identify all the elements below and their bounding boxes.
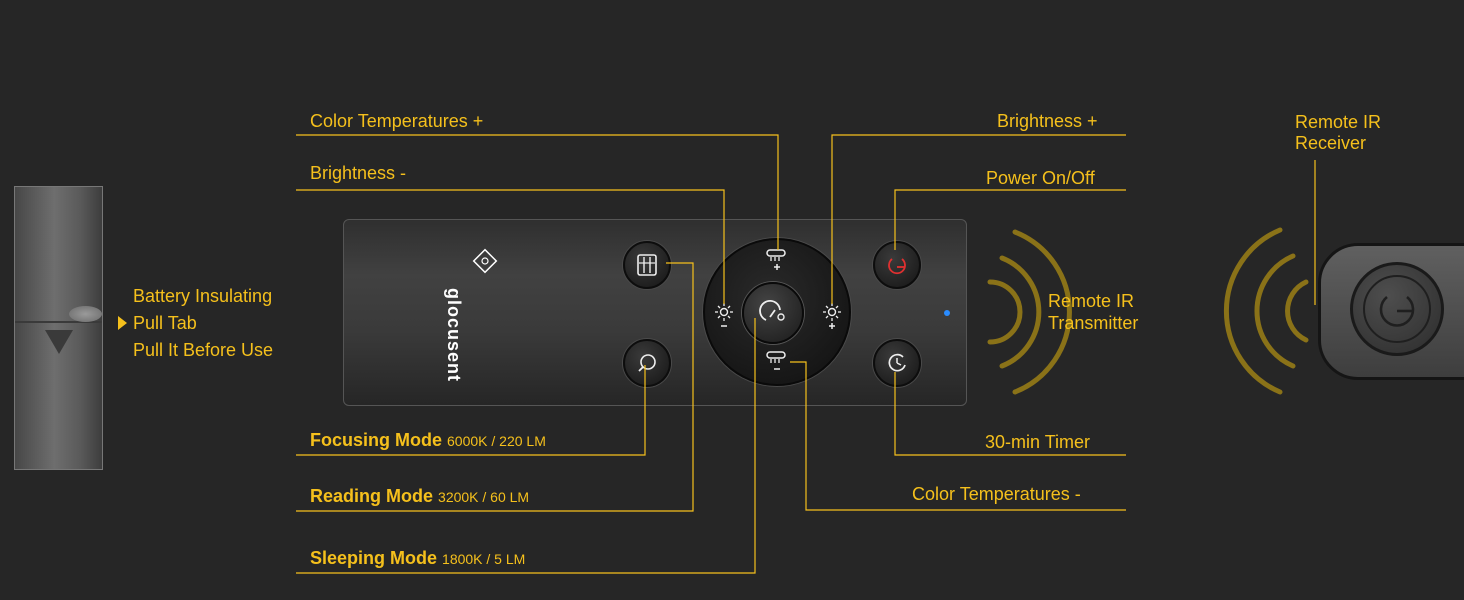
- timer-icon: [888, 353, 906, 372]
- battery-tab-icon: [69, 306, 102, 322]
- label-transmitter-line1: Remote IR: [1048, 291, 1135, 311]
- focusing-mode-icon: [638, 354, 656, 372]
- brand-logo-icon: [472, 248, 498, 274]
- receiver-power-icon: [1363, 275, 1431, 343]
- ir-led: [944, 310, 950, 316]
- label-color-temp-minus: Color Temperatures -: [912, 484, 1081, 504]
- timer-button[interactable]: [873, 339, 921, 387]
- sleeping-mode-icon: [759, 299, 785, 321]
- label-reading-mode: Reading Mode 3200K / 60 LM: [310, 485, 529, 508]
- sleeping-mode-name: Sleeping Mode: [310, 548, 438, 568]
- battery-label-line3: Pull It Before Use: [133, 340, 274, 360]
- reading-mode-spec: 3200K / 60 LM: [438, 489, 530, 505]
- power-icon: [888, 258, 906, 275]
- label-receiver-line1: Remote IR: [1295, 112, 1382, 132]
- focusing-mode-spec: 6000K / 220 LM: [447, 433, 546, 449]
- battery-seam: [15, 321, 102, 323]
- sleeping-mode-spec: 1800K / 5 LM: [442, 551, 526, 567]
- pointer-arrow-icon: [118, 316, 127, 330]
- focusing-mode-button[interactable]: [623, 339, 671, 387]
- label-sleeping-mode: Sleeping Mode 1800K / 5 LM: [310, 547, 525, 570]
- label-power: Power On/Off: [986, 168, 1095, 188]
- battery-arrow-icon: [45, 330, 73, 354]
- color-temp-plus-icon[interactable]: [762, 244, 792, 274]
- sleeping-mode-button[interactable]: [742, 282, 804, 344]
- label-timer: 30-min Timer: [985, 432, 1091, 452]
- color-temp-minus-icon[interactable]: [762, 348, 792, 378]
- reading-mode-button[interactable]: [623, 241, 671, 289]
- battery-label-line2: Pull Tab: [133, 313, 197, 333]
- label-brightness-minus: Brightness -: [310, 163, 407, 183]
- label-brightness-plus: Brightness +: [997, 111, 1098, 131]
- reading-mode-icon: [637, 254, 657, 276]
- reading-mode-name: Reading Mode: [310, 486, 434, 506]
- battery-compartment: [14, 186, 103, 470]
- receiver-power-button: [1350, 262, 1444, 356]
- ir-wave-icon: [987, 227, 1309, 395]
- brand-name: glocusent: [444, 288, 464, 383]
- label-color-temp-plus: Color Temperatures +: [310, 111, 484, 131]
- brightness-plus-icon[interactable]: [817, 299, 847, 331]
- focusing-mode-name: Focusing Mode: [310, 430, 442, 450]
- battery-label-line1: Battery Insulating: [133, 286, 273, 306]
- label-transmitter-line2: Transmitter: [1048, 313, 1139, 333]
- label-receiver-line2: Receiver: [1295, 133, 1367, 153]
- label-focusing-mode: Focusing Mode 6000K / 220 LM: [310, 429, 546, 452]
- power-button[interactable]: [873, 241, 921, 289]
- brightness-minus-icon[interactable]: [709, 299, 739, 331]
